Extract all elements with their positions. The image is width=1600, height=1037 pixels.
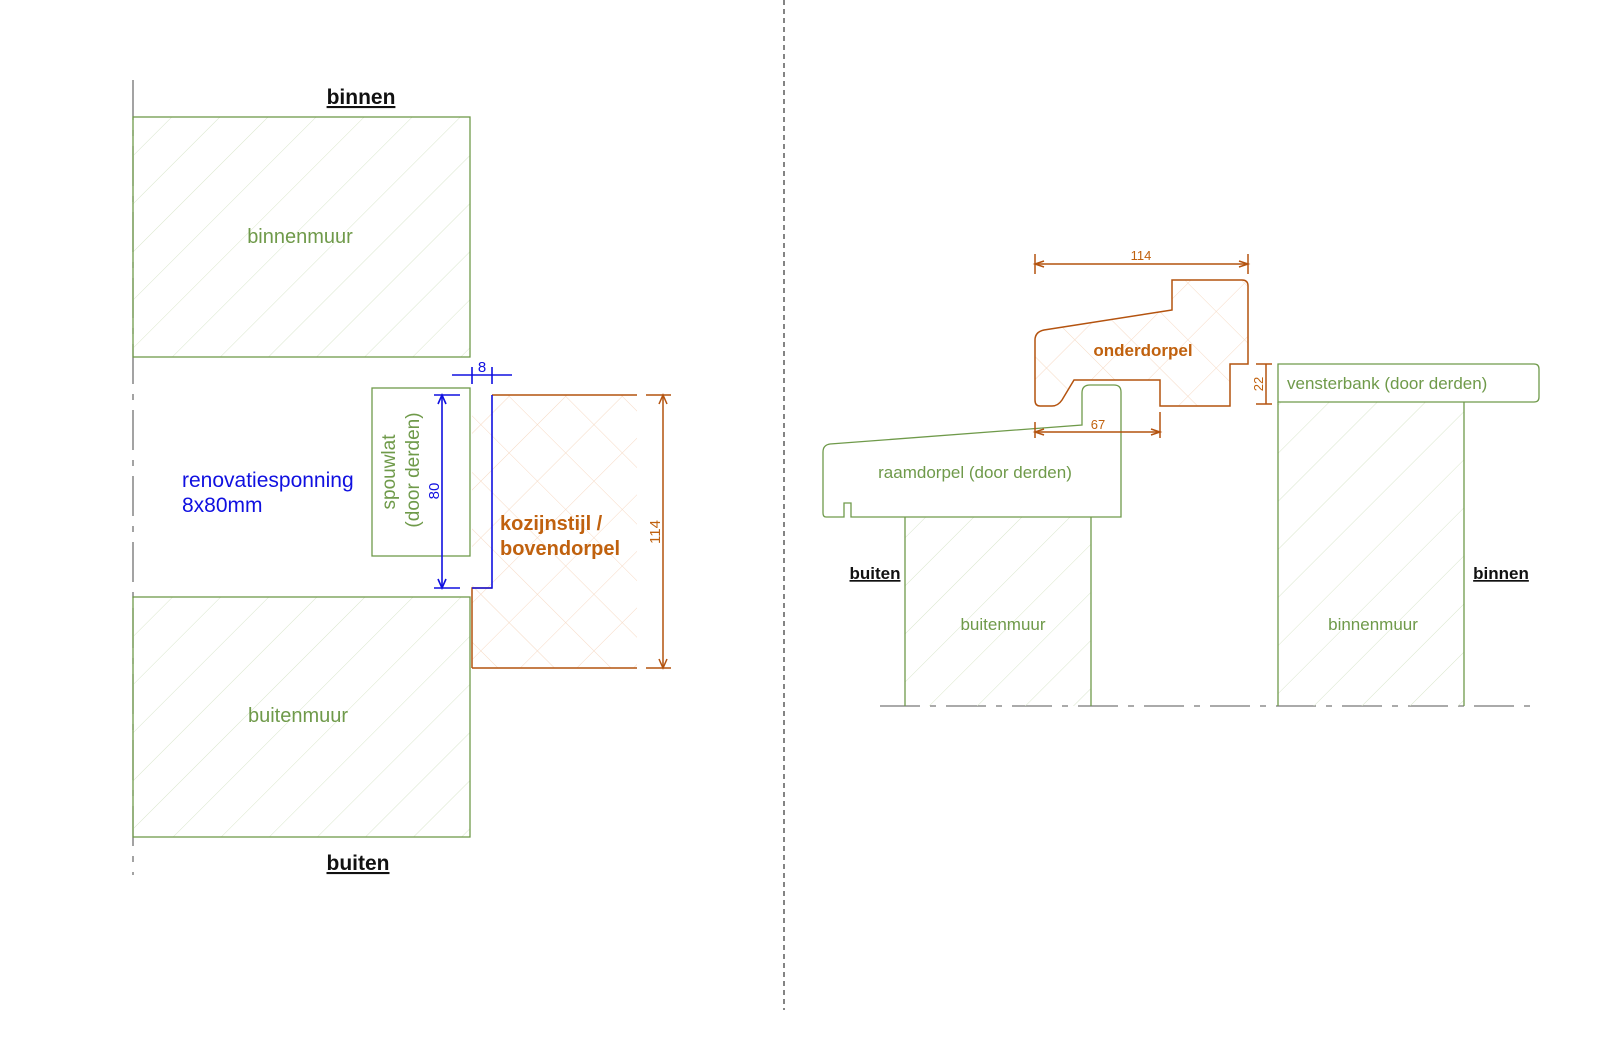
- spouwlat-block: [371, 387, 471, 557]
- binnenmuur-block: [133, 117, 470, 357]
- dim-8: 8: [478, 359, 486, 376]
- label-binnen-right: binnen: [1473, 564, 1529, 583]
- bovendorpel-label: bovendorpel: [500, 538, 620, 560]
- onderdorpel-label: onderdorpel: [1093, 341, 1192, 360]
- raamdorpel-outline: [822, 384, 1122, 518]
- buitenmuur-label-right: buitenmuur: [960, 615, 1045, 634]
- binnenmuur-label-right: binnenmuur: [1328, 615, 1418, 634]
- kozijnstijl-label: kozijnstijl /: [500, 513, 603, 535]
- buitenmuur-block: [133, 597, 470, 837]
- label-buiten-right: buiten: [850, 564, 901, 583]
- spouwlat-label-line2: (door derden): [403, 412, 424, 527]
- dim-22: 22: [1251, 377, 1266, 391]
- raamdorpel-label: raamdorpel (door derden): [878, 463, 1072, 482]
- dim-80: 80: [426, 483, 443, 500]
- left-detail: binnenmuur buitenmuur binnen buiten spou…: [132, 80, 671, 875]
- dim-114-left: 114: [647, 520, 664, 544]
- kozijnstijl-block: [472, 395, 637, 668]
- binnenmuur-block-right: [1278, 402, 1464, 706]
- dim-67: 67: [1091, 417, 1105, 432]
- spouwlat-label: spouwlat: [379, 434, 400, 510]
- right-detail: buitenmuur binnenmuur vensterbank (door …: [822, 248, 1540, 707]
- onderdorpel-block: [1035, 280, 1248, 406]
- buitenmuur-label: buitenmuur: [248, 705, 348, 727]
- vensterbank-outline: [1277, 363, 1540, 403]
- binnenmuur-label: binnenmuur: [247, 226, 353, 248]
- renovatiesponning-label: renovatiesponning: [182, 469, 354, 492]
- renovatiesponning-size: 8x80mm: [182, 494, 263, 517]
- label-buiten-left: buiten: [327, 852, 390, 875]
- dim-114-right: 114: [1131, 248, 1152, 263]
- buitenmuur-block-right: [905, 517, 1091, 706]
- label-binnen-left: binnen: [327, 86, 396, 109]
- renovatiesponning-line: [472, 395, 493, 589]
- vensterbank-label: vensterbank (door derden): [1287, 374, 1487, 393]
